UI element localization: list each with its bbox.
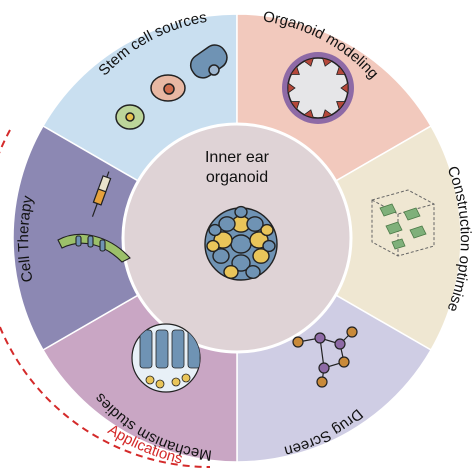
organoid-tile xyxy=(208,223,222,237)
organoid-tile xyxy=(252,248,270,264)
organoid-tile xyxy=(212,248,230,264)
organoid-spike xyxy=(321,57,333,67)
organoid-tile xyxy=(230,234,252,254)
label-cell-therapy: Cell Therapy xyxy=(15,194,37,284)
organoid-spike xyxy=(289,65,300,75)
organoid-spike xyxy=(303,57,315,67)
center-label-line1: Inner ear xyxy=(205,149,270,166)
organoid-tile xyxy=(260,223,274,237)
center-label: Inner ear organoid xyxy=(205,149,270,186)
center-label-line2: organoid xyxy=(206,169,268,186)
organoid-cross-section-icon xyxy=(282,52,354,124)
organoid-tile xyxy=(245,265,261,280)
organoid-spike xyxy=(340,82,349,94)
organoid-spike xyxy=(287,82,296,94)
organoid-tile xyxy=(218,216,236,232)
organoid-spike xyxy=(321,109,333,119)
organoid-sphere-icon xyxy=(204,205,278,281)
organoid-spike xyxy=(289,101,300,111)
syringe-icon xyxy=(91,171,112,217)
organoid-tile xyxy=(246,216,264,232)
organoid-tile xyxy=(234,205,248,219)
molecule-icon xyxy=(292,326,358,388)
hair-cells-icon xyxy=(131,323,201,393)
scaffold-cube-icon xyxy=(371,189,435,257)
stem-cells-icon xyxy=(115,44,228,130)
organoid-spike xyxy=(336,101,347,111)
applications-arc xyxy=(0,129,211,468)
cochlea-icon xyxy=(57,233,131,263)
organoid-tile xyxy=(206,239,220,253)
organoid-spike xyxy=(336,65,347,75)
organoid-tile xyxy=(231,254,251,272)
organoid-tile xyxy=(262,239,276,253)
organoid-spike xyxy=(303,109,315,119)
organoid-tile xyxy=(223,265,239,280)
